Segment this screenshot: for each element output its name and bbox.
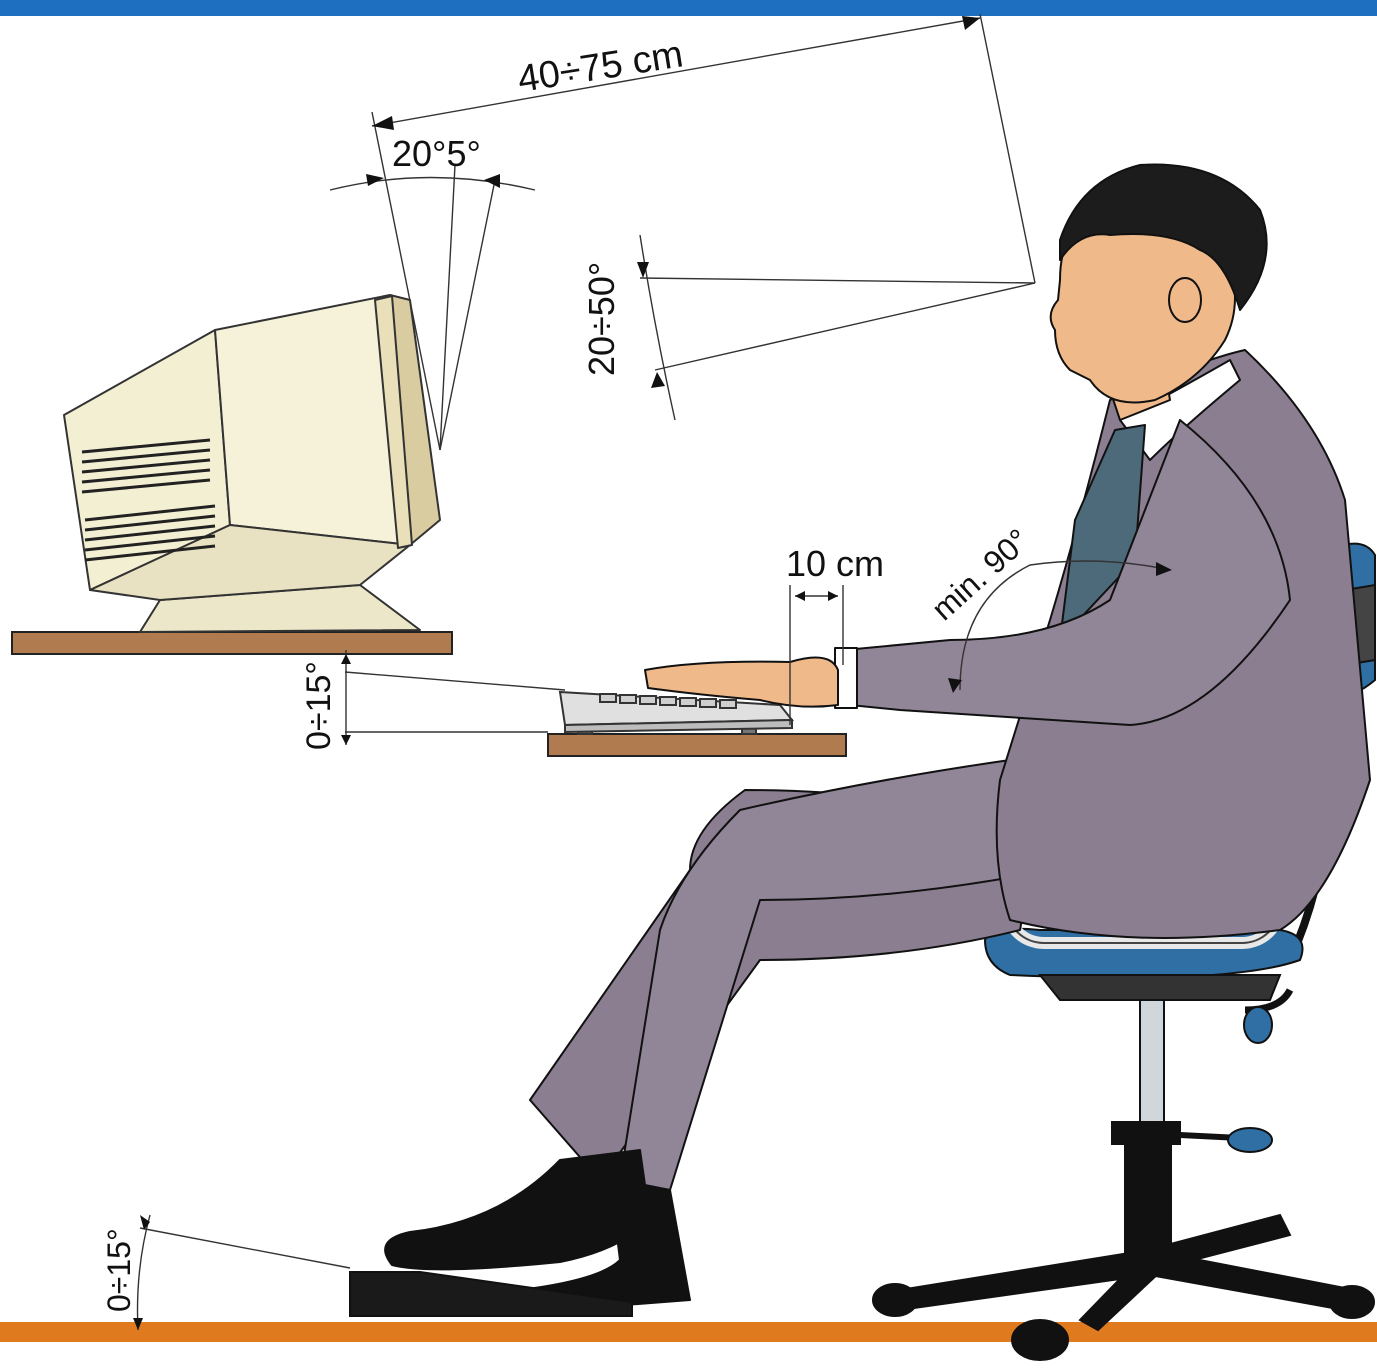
left-shoe: [385, 1150, 650, 1269]
elbow-angle-label: min. 90°: [925, 522, 1037, 628]
desk-top: [12, 632, 452, 654]
keyboard-tilt-label: 0÷15°: [300, 661, 338, 750]
footrest-tilt-label: 0÷15°: [101, 1228, 137, 1312]
screen-tilt-label: 20°5°: [392, 133, 481, 174]
floor: [0, 1322, 1377, 1342]
gaze-angle-label: 20÷50°: [581, 262, 622, 376]
top-bar: [0, 0, 1377, 16]
viewing-distance-label: 40÷75 cm: [515, 33, 686, 101]
keyboard-tray: [548, 734, 846, 756]
monitor-icon: [64, 295, 440, 632]
wrist-clearance-label: 10 cm: [786, 543, 884, 584]
